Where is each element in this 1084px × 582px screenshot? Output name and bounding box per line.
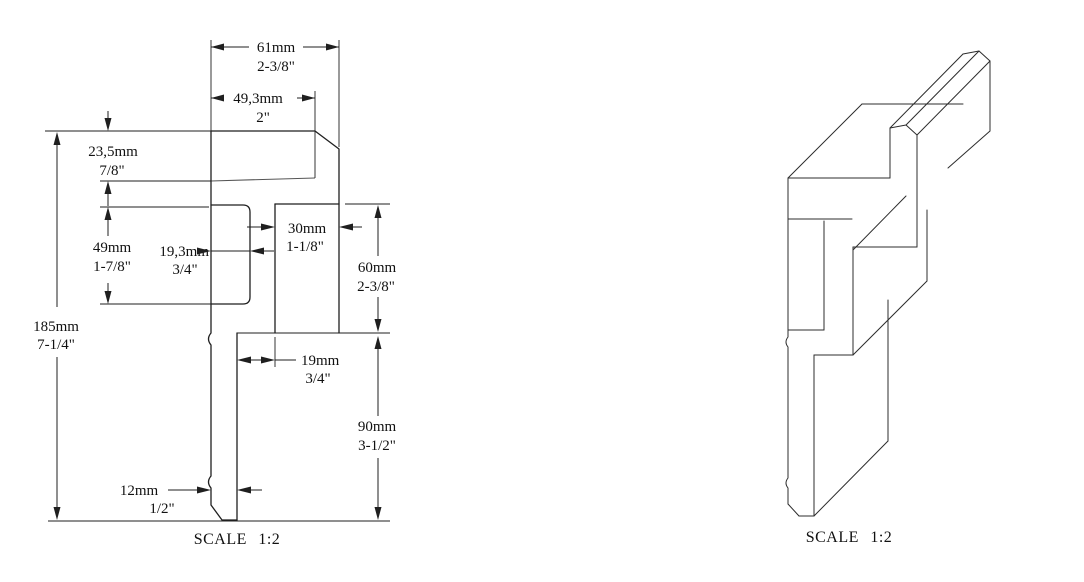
arrowhead-right: [197, 247, 211, 255]
arrowhead-down: [53, 507, 61, 520]
dim-groove-height-mm: 60mm: [358, 260, 397, 276]
dim-total-height-in: 7-1/4": [37, 337, 75, 353]
dim-web-width-in: 3/4": [172, 262, 197, 278]
iso-ridge-extrusion-b: [905, 50, 980, 126]
arrowhead-left: [339, 223, 353, 231]
arrowhead-down: [104, 118, 112, 131]
arrowhead-left: [250, 247, 264, 255]
arrowhead-up: [104, 207, 112, 220]
profile-left-edge: [207, 130, 238, 521]
dim-groove-height-in: 2-3/8": [357, 279, 395, 295]
arrowhead-left: [211, 43, 224, 51]
dim-step-width-in: 3/4": [305, 371, 330, 387]
iso-ridge-extrusion-a: [889, 53, 964, 129]
iso-shelf-left-extrusion: [787, 103, 863, 179]
dim-cap-thickness-in: 7/8": [99, 163, 124, 179]
iso-view: SCALE 1:2: [785, 50, 991, 546]
iso-ridge-extrusion-c: [916, 60, 991, 136]
iso-right-face-silhouette: [947, 130, 991, 169]
dim-wall-width-in: 1-1/8": [286, 239, 324, 255]
arrowhead-down: [104, 291, 112, 304]
arrowhead-up: [374, 336, 382, 349]
iso-plank-bottom-extrusion: [813, 440, 889, 517]
profile-web-bump: [210, 204, 251, 305]
arrowhead-left: [211, 94, 224, 102]
dim-plank-height-in: 3-1/2": [358, 438, 396, 454]
dim-plank-width-in: 1/2": [149, 501, 174, 517]
iso-plank-bevel: [787, 503, 800, 517]
dim-web-height-mm: 49mm: [93, 240, 132, 256]
arrowhead-up: [104, 181, 112, 194]
arrowhead-up: [374, 205, 382, 218]
arrowhead-right: [197, 486, 211, 494]
iso-scale-label: SCALE 1:2: [806, 529, 893, 546]
dim-web-width-mm: 19,3mm: [159, 244, 209, 260]
dim-total-height-mm: 185mm: [33, 319, 79, 335]
dim-cap-thickness-mm: 23,5mm: [88, 144, 138, 160]
arrowhead-down: [374, 507, 382, 520]
profile-cap-top-edge: [210, 130, 340, 334]
arrowhead-right: [302, 94, 315, 102]
iso-left-edge: [785, 177, 789, 505]
iso-groove-interior-diagonal: [852, 195, 907, 251]
dim-width-top-in: 2-3/8": [257, 59, 295, 75]
dim-plank-height-mm: 90mm: [358, 419, 397, 435]
arrowhead-down: [374, 319, 382, 332]
dim-width-inner-in: 2": [256, 110, 270, 126]
arrowhead-right: [261, 223, 275, 231]
profile-cap-underside-edge: [210, 177, 316, 182]
arrowhead-right: [261, 356, 275, 364]
arrowhead-left: [237, 486, 251, 494]
dim-web-height-in: 1-7/8": [93, 259, 131, 275]
section-scale-label: SCALE 1:2: [194, 531, 281, 548]
dim-wall-width-mm: 30mm: [288, 221, 327, 237]
arrowhead-up: [53, 132, 61, 145]
arrowhead-right: [326, 43, 339, 51]
iso-ridge-back-top: [962, 50, 991, 62]
arrowhead-left: [237, 356, 251, 364]
section-view: 61mm 2-3/8" 49,3mm 2" 23,5mm 7/8" 49mm 1…: [33, 40, 396, 548]
iso-wall-extrusion: [852, 280, 928, 356]
iso-ridge-front-chamfer: [889, 124, 918, 136]
dim-width-inner-mm: 49,3mm: [233, 91, 283, 107]
dim-plank-width-mm: 12mm: [120, 483, 159, 499]
dim-step-width-mm: 19mm: [301, 353, 340, 369]
dim-width-top-mm: 61mm: [257, 40, 296, 56]
